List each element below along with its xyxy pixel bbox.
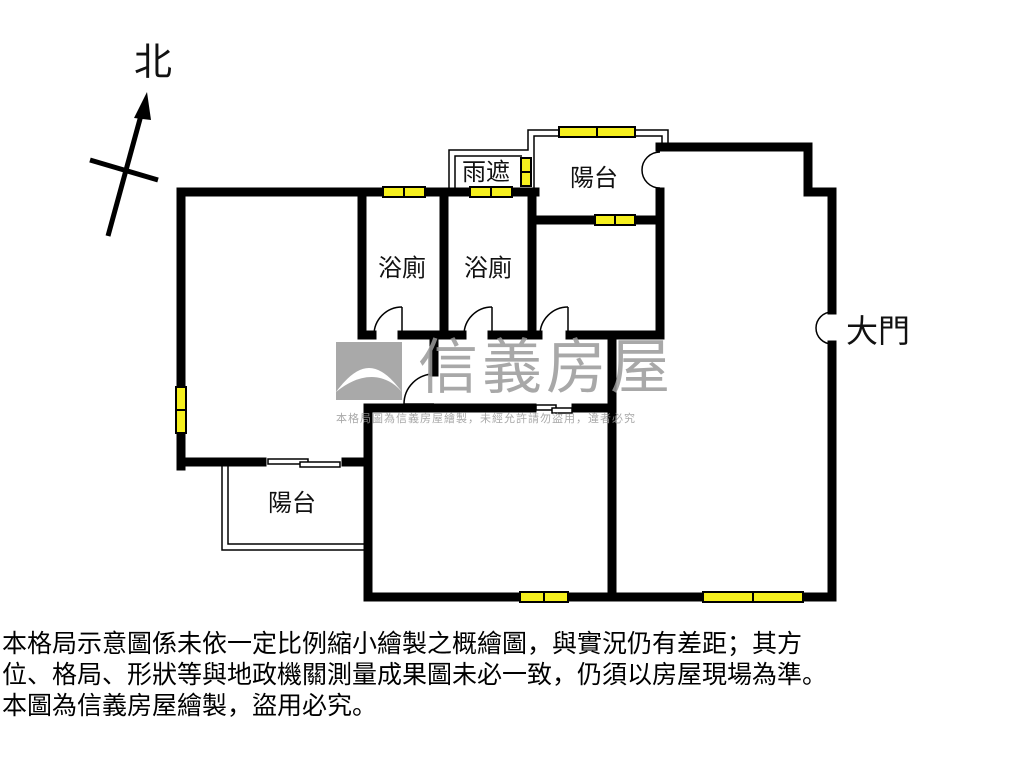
sliding-doors [267,404,573,468]
watermark-notice: 本格局圖為信義房屋繪製，未經允許請勿盜用，違者必究 [336,412,636,425]
thin-outlines [221,129,669,551]
room-label-bathroom-2: 浴廁 [464,254,512,282]
room-label-rain-shelter: 雨遮 [462,158,510,186]
disclaimer-line: 本格局示意圖係未依一定比例縮小繪製之概繪圖，與實況仍有差距；其方 [2,629,803,658]
main-door-label: 大門 [846,312,911,350]
watermark-brand: 信義房屋 [418,333,674,403]
windows [175,126,804,603]
room-label-bathroom-1: 浴廁 [378,254,426,282]
room-label-balcony-bottom: 陽台 [268,489,316,517]
north-label: 北 [134,40,173,84]
disclaimer-line: 位、格局、形狀等與地政機關測量成果圖未必一致，仍須以房屋現場為準。 [2,660,828,689]
room-label-balcony-top: 陽台 [570,164,618,192]
disclaimer: 本格局示意圖係未依一定比例縮小繪製之概繪圖，與實況仍有差距；其方 位、格局、形狀… [2,628,827,721]
door-swings[interactable] [373,151,833,405]
north-arrow-icon [89,92,159,237]
disclaimer-line: 本圖為信義房屋繪製，盜用必究。 [2,691,378,720]
brand-logo-icon [336,342,402,400]
